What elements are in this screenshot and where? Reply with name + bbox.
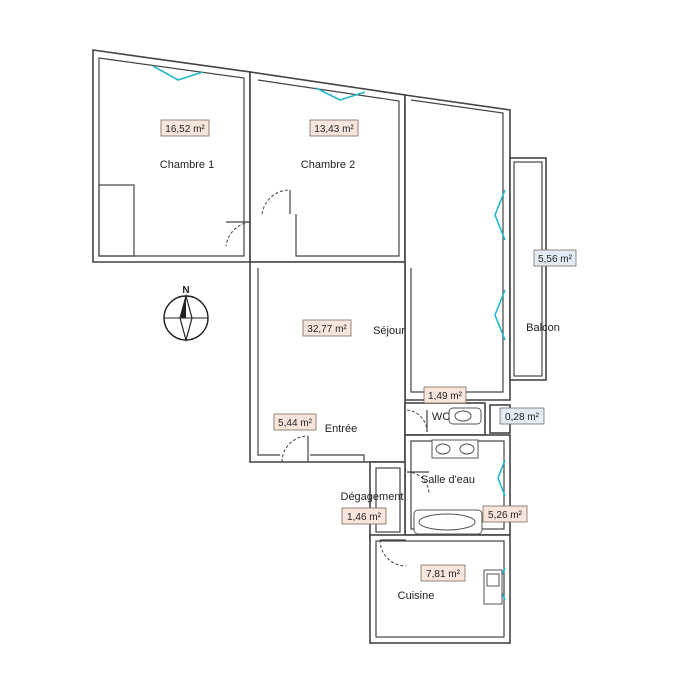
labels: 16,52 m² Chambre 1 13,43 m² Chambre 2 32… [160, 119, 577, 602]
area-sejour: 32,77 m² [307, 324, 347, 335]
area-balcon: 5,56 m² [538, 254, 573, 265]
room-label-salle-deau: Salle d'eau [421, 474, 475, 486]
wall-chambre-1 [92, 49, 251, 263]
door-chambre-2 [261, 189, 291, 215]
area-badge-degagement [341, 507, 387, 525]
door-entree [281, 435, 309, 463]
compass-north-label: N [182, 285, 189, 296]
door-salle-deau [406, 471, 430, 495]
area-badge-entree [273, 413, 317, 431]
area-badge-sejour [302, 319, 352, 337]
compass: N [163, 285, 209, 343]
wall-sejour [404, 94, 511, 401]
door-wc [406, 409, 428, 433]
area-badge-wc [423, 386, 467, 404]
window-chambre-2 [315, 87, 366, 101]
area-entree: 5,44 m² [278, 418, 313, 429]
area-wc: 1,49 m² [428, 391, 463, 402]
room-label-balcon: Balcon [526, 322, 560, 334]
area-badge-cuisine [420, 564, 466, 582]
door-cuisine [379, 539, 407, 567]
area-badge-chambre-2 [309, 119, 359, 137]
room-label-sejour: Séjour [373, 325, 405, 337]
area-badge-salle-deau [482, 505, 528, 523]
wall-balcon [509, 157, 547, 381]
area-cuisine: 7,81 m² [426, 569, 461, 580]
area-shaft: 0,28 m² [505, 412, 540, 423]
inner-walls [98, 57, 543, 638]
room-label-entree: Entrée [325, 423, 357, 435]
window-salle-deau [497, 459, 506, 497]
doors [225, 189, 430, 567]
room-label-chambre-2: Chambre 2 [301, 159, 355, 171]
area-badge-balcon [533, 249, 577, 267]
room-label-chambre-1: Chambre 1 [160, 159, 214, 171]
area-salle-deau: 5,26 m² [488, 510, 523, 521]
room-label-cuisine: Cuisine [398, 590, 435, 602]
area-chambre-1: 16,52 m² [165, 124, 205, 135]
room-label-wc: WC [432, 411, 450, 423]
fixtures [413, 407, 503, 605]
window-sejour-1 [494, 189, 506, 241]
walls [92, 49, 547, 644]
room-label-degagement: Dégagement [341, 491, 404, 503]
window-sejour-2 [494, 289, 506, 341]
area-chambre-2: 13,43 m² [314, 124, 354, 135]
window-chambre-1 [152, 65, 204, 81]
area-badge-chambre-1 [160, 119, 210, 137]
windows [152, 65, 506, 601]
door-chambre-1 [225, 221, 251, 247]
area-badge-shaft [499, 407, 545, 425]
area-degagement: 1,46 m² [347, 512, 382, 523]
